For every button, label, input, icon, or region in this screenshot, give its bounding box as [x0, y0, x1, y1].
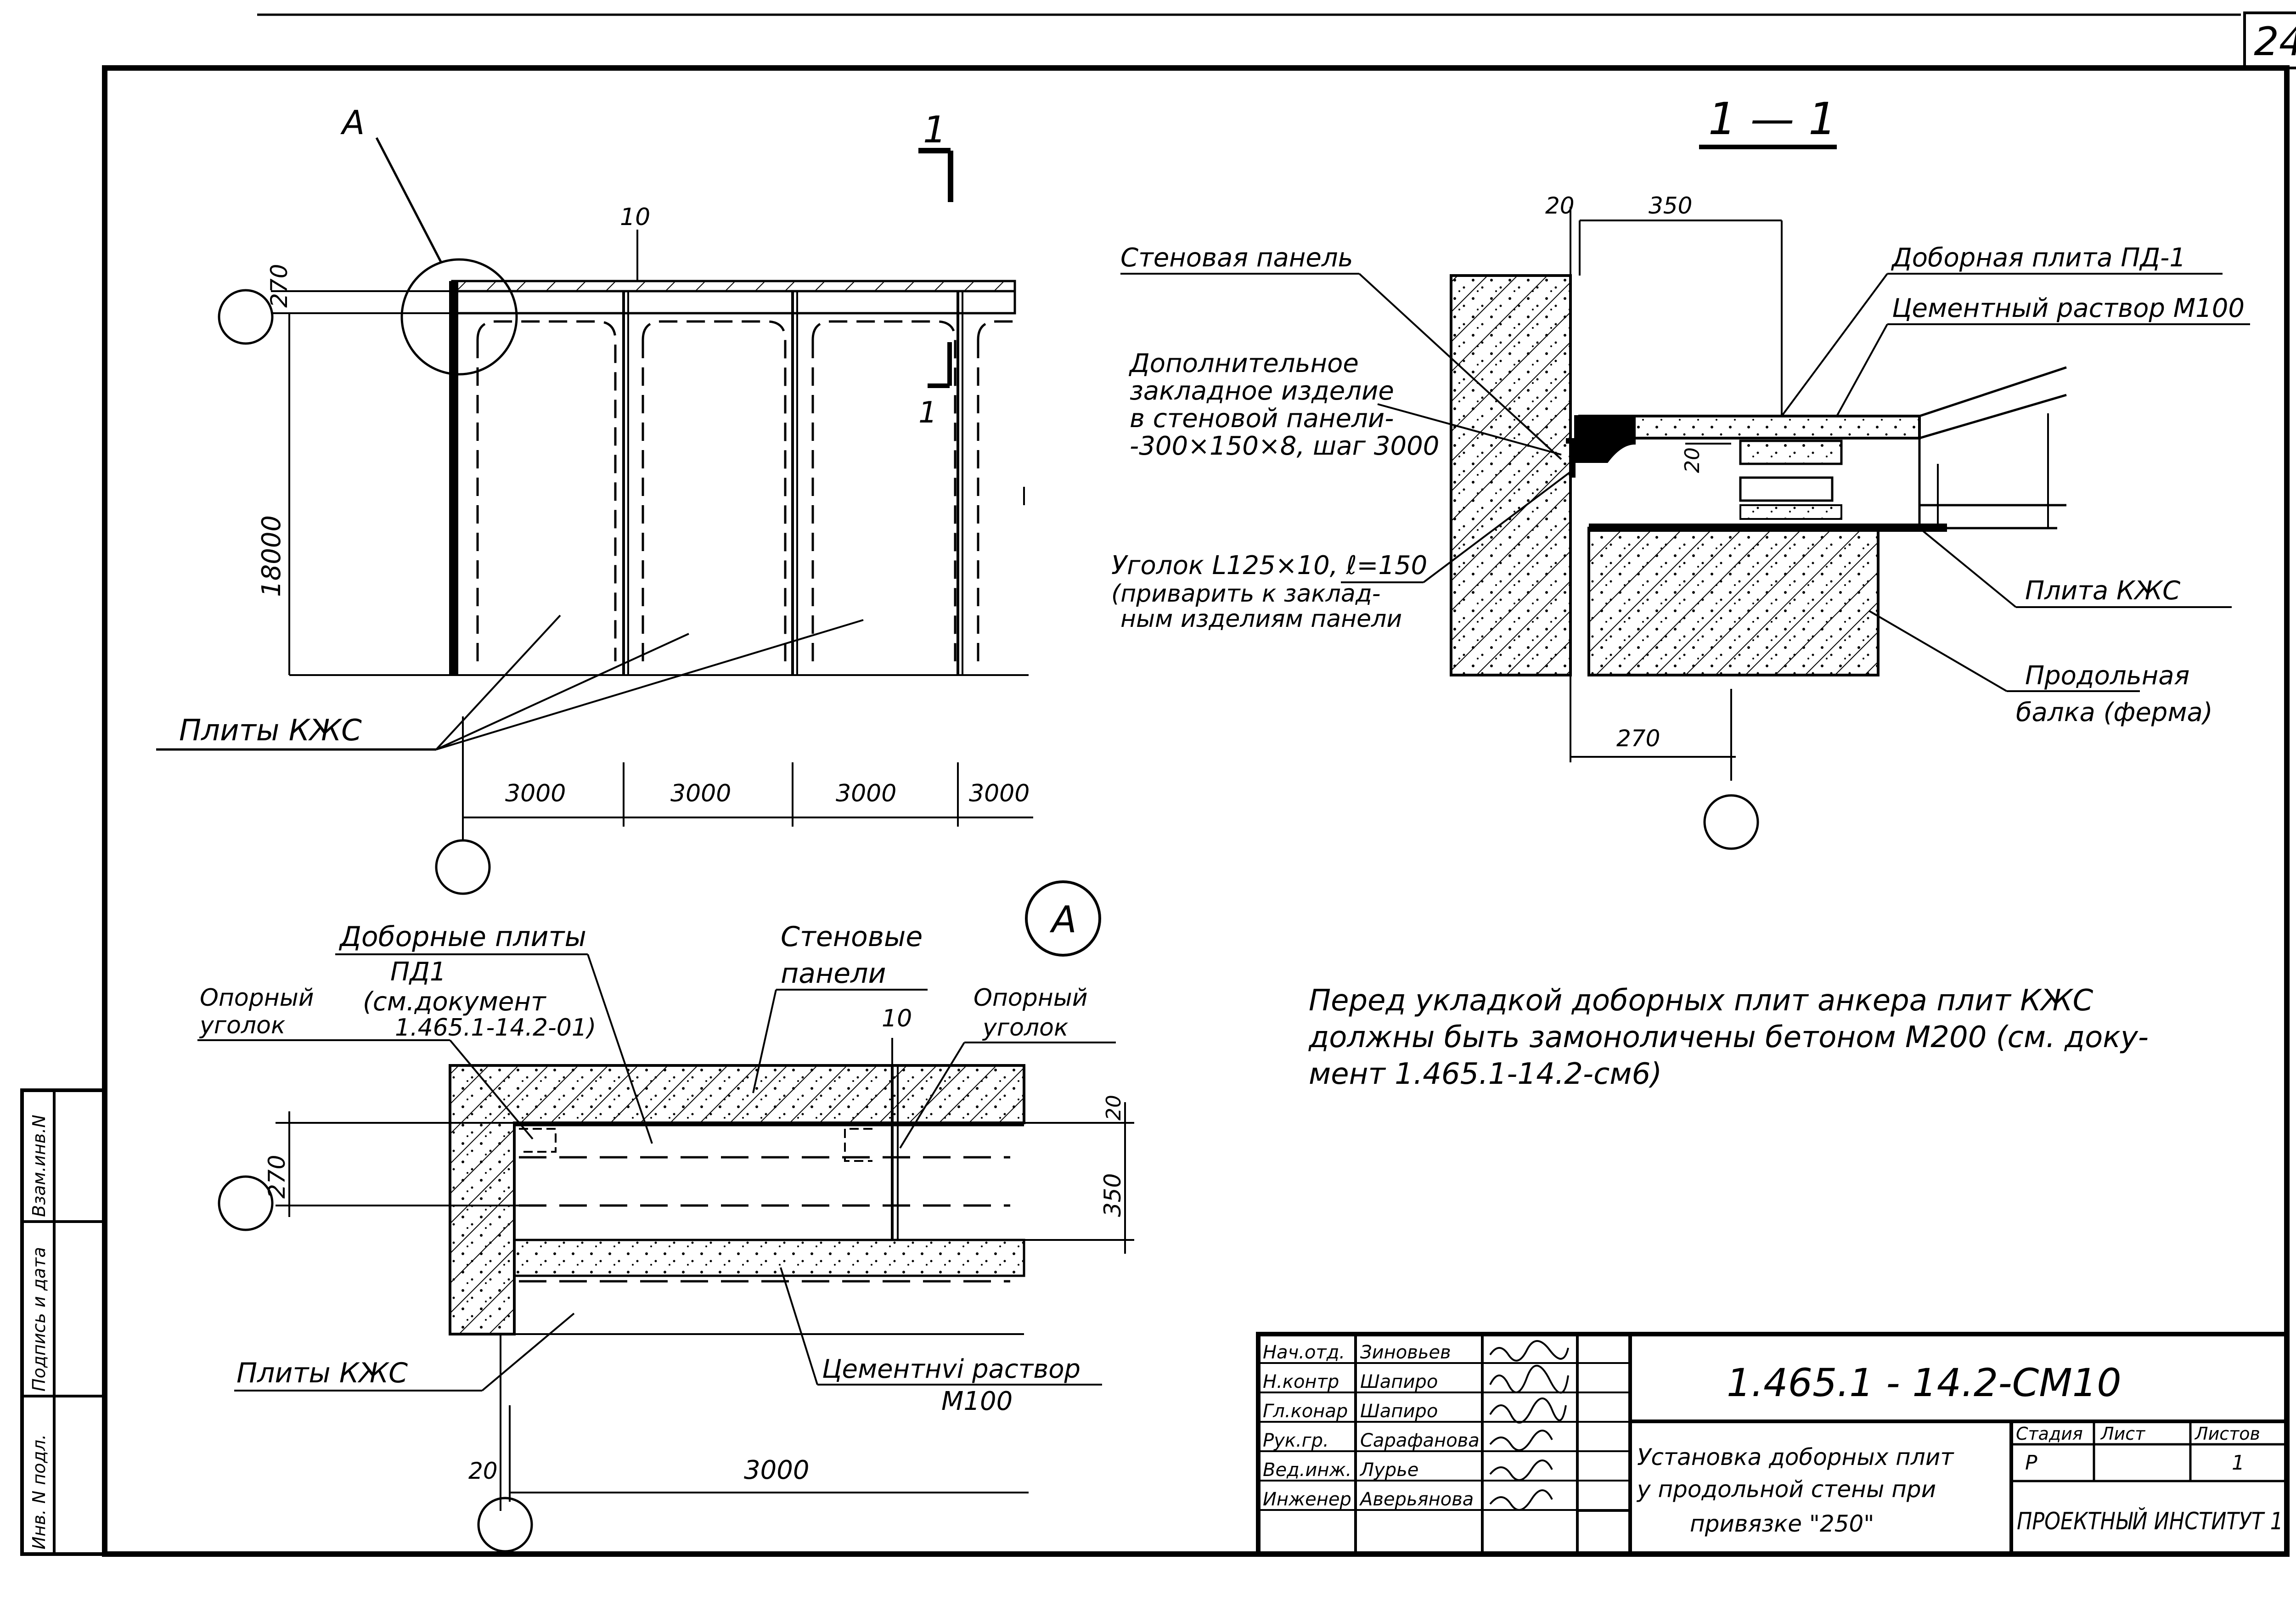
stamp-inventory: Инв. N подл.: [29, 1434, 49, 1549]
role-1: Нач.отд.: [1263, 1342, 1345, 1363]
support-left-line-1: Опорный: [200, 984, 314, 1012]
name-5: Лурье: [1359, 1459, 1418, 1481]
name-1: Зиновьев: [1360, 1342, 1451, 1363]
angle-line-1: Уголок L125×10, ℓ=150: [1111, 551, 1427, 580]
extra-plates-line-3: (см.документ: [363, 987, 546, 1017]
section-mark: 1: [923, 108, 946, 151]
name-3: Шапиро: [1360, 1401, 1438, 1422]
mortar-label: Цементный раствор М100: [1892, 293, 2245, 323]
note-line-2: должны быть замоноличены бетоном М200 (с…: [1308, 1020, 2149, 1054]
plates-label: Плиты КЖС: [179, 714, 362, 748]
wall-panels-line-1: Стеновые: [781, 921, 923, 953]
stamp-replace: Взам.инв.N: [29, 1115, 49, 1217]
embed-line-4: -300×150×8, шаг 3000: [1130, 431, 1439, 461]
section-view: 1 — 1 20 350 20 270: [1111, 93, 2250, 850]
title-block: Нач.отд. Н.контр Гл.конар Рук.гр. Вед.ин…: [1256, 1332, 2289, 1556]
span-1: 3000: [505, 780, 566, 807]
dim-270-section: 270: [1616, 725, 1660, 752]
extra-plates-line-4: 1.465.1-14.2-01): [395, 1014, 596, 1042]
angle-line-2: (приварить к заклад-: [1111, 580, 1381, 608]
detail-mark: A: [1049, 898, 1077, 941]
sheets-header: Листов: [2194, 1424, 2260, 1444]
svg-text:24: 24: [2254, 19, 2296, 65]
stamp-signature: Подпись и дата: [29, 1247, 49, 1392]
title-line-3: привязке "250": [1690, 1510, 1874, 1537]
mortar-line-2: М100: [941, 1386, 1013, 1416]
beam-line-1: Продольная: [2025, 661, 2189, 691]
document-code: 1.465.1 - 14.2-СМ10: [1727, 1360, 2122, 1405]
role-4: Рук.гр.: [1263, 1430, 1329, 1451]
span-3: 3000: [836, 780, 896, 807]
callout-a-label: A: [340, 103, 365, 142]
axis-circle: [218, 289, 274, 345]
stage-value: Р: [2025, 1451, 2037, 1475]
title-line-2: у продольной стены при: [1636, 1476, 1936, 1503]
axis-circle: [218, 1175, 274, 1231]
extra-plate-label: Доборная плита ПД-1: [1891, 243, 2186, 273]
sheet-number: 24: [2243, 11, 2296, 69]
name-6: Аверьянова: [1359, 1489, 1474, 1510]
dim-20-side: 20: [1681, 447, 1704, 473]
extra-plates-line-2: ПД1: [390, 957, 446, 987]
dim-20-bottom: 20: [468, 1458, 498, 1484]
dim-10-detail: 10: [882, 1005, 912, 1032]
role-2: Н.контр: [1263, 1371, 1339, 1392]
wall-panel-label: Стеновая панель: [1120, 243, 1353, 273]
dim-3000-detail: 3000: [744, 1455, 810, 1485]
dim-gap: 10: [620, 203, 650, 231]
section-title: 1 — 1: [1708, 93, 1836, 145]
axis-circle: [435, 839, 491, 895]
plan-view: A 1: [156, 103, 1033, 895]
support-right-line-1: Опорный: [974, 984, 1088, 1012]
note-line-1: Перед укладкой доборных плит анкера плит…: [1309, 984, 2093, 1018]
detail-view: A 270 20 350 10: [197, 880, 1134, 1553]
role-5: Вед.инж.: [1263, 1459, 1351, 1481]
dim-18000: 18000: [257, 515, 287, 597]
note-line-3: мент 1.465.1-14.2-см6): [1309, 1057, 1662, 1091]
callout-a-circle: [400, 258, 518, 376]
span-4: 3000: [969, 780, 1030, 807]
dim-20: 20: [1545, 192, 1575, 219]
embed-line-3: в стеновой панели-: [1130, 404, 1394, 434]
role-3: Гл.конар: [1263, 1401, 1348, 1422]
wall-panels-line-2: панели: [781, 958, 886, 990]
sheets-value: 1: [2232, 1451, 2245, 1475]
plates-label-detail: Плиты КЖС: [236, 1357, 408, 1389]
dim-350: 350: [1649, 192, 1692, 219]
dim-270-detail: 270: [264, 1155, 290, 1199]
mortar-line-1: Цементнvi раствор: [822, 1354, 1080, 1384]
axis-circle: [477, 1497, 533, 1553]
span-2: 3000: [670, 780, 731, 807]
embed-line-2: закладное изделие: [1130, 376, 1394, 406]
detail-mark-circle: [1025, 880, 1101, 957]
section-mark-inner: 1: [918, 396, 937, 430]
dim-270: 270: [266, 264, 293, 308]
extra-plates-line-1: Доборные плиты: [338, 921, 586, 953]
embed-line-1: Дополнительное: [1128, 349, 1359, 378]
organization: ПРОЕКТНЫЙ ИНСТИТУТ 1: [2017, 1507, 2283, 1535]
general-note: Перед укладкой доборных плит анкера плит…: [1308, 984, 2149, 1091]
support-right-line-2: уголок: [982, 1014, 1069, 1042]
dim-350-detail: 350: [1099, 1173, 1126, 1217]
beam-line-2: балка (ферма): [2016, 698, 2213, 727]
axis-circle: [1703, 794, 1759, 850]
role-6: Инженер: [1263, 1489, 1351, 1510]
margin-stamp: Взам.инв.N Подпись и дата Инв. N подл.: [20, 1088, 107, 1556]
signature: [1489, 1340, 1569, 1511]
title-line-1: Установка доборных плит: [1637, 1444, 1954, 1470]
name-2: Шапиро: [1360, 1371, 1438, 1392]
name-4: Сарафанова: [1360, 1430, 1480, 1451]
sheet-header: Лист: [2100, 1424, 2146, 1444]
plate-kzhs-label: Плита КЖС: [2025, 576, 2180, 606]
stage-header: Стадия: [2016, 1424, 2083, 1444]
angle-line-3: ным изделиям панели: [1120, 605, 1402, 633]
dim-20-detail: 20: [1102, 1095, 1125, 1121]
support-left-line-2: уголок: [199, 1012, 286, 1039]
